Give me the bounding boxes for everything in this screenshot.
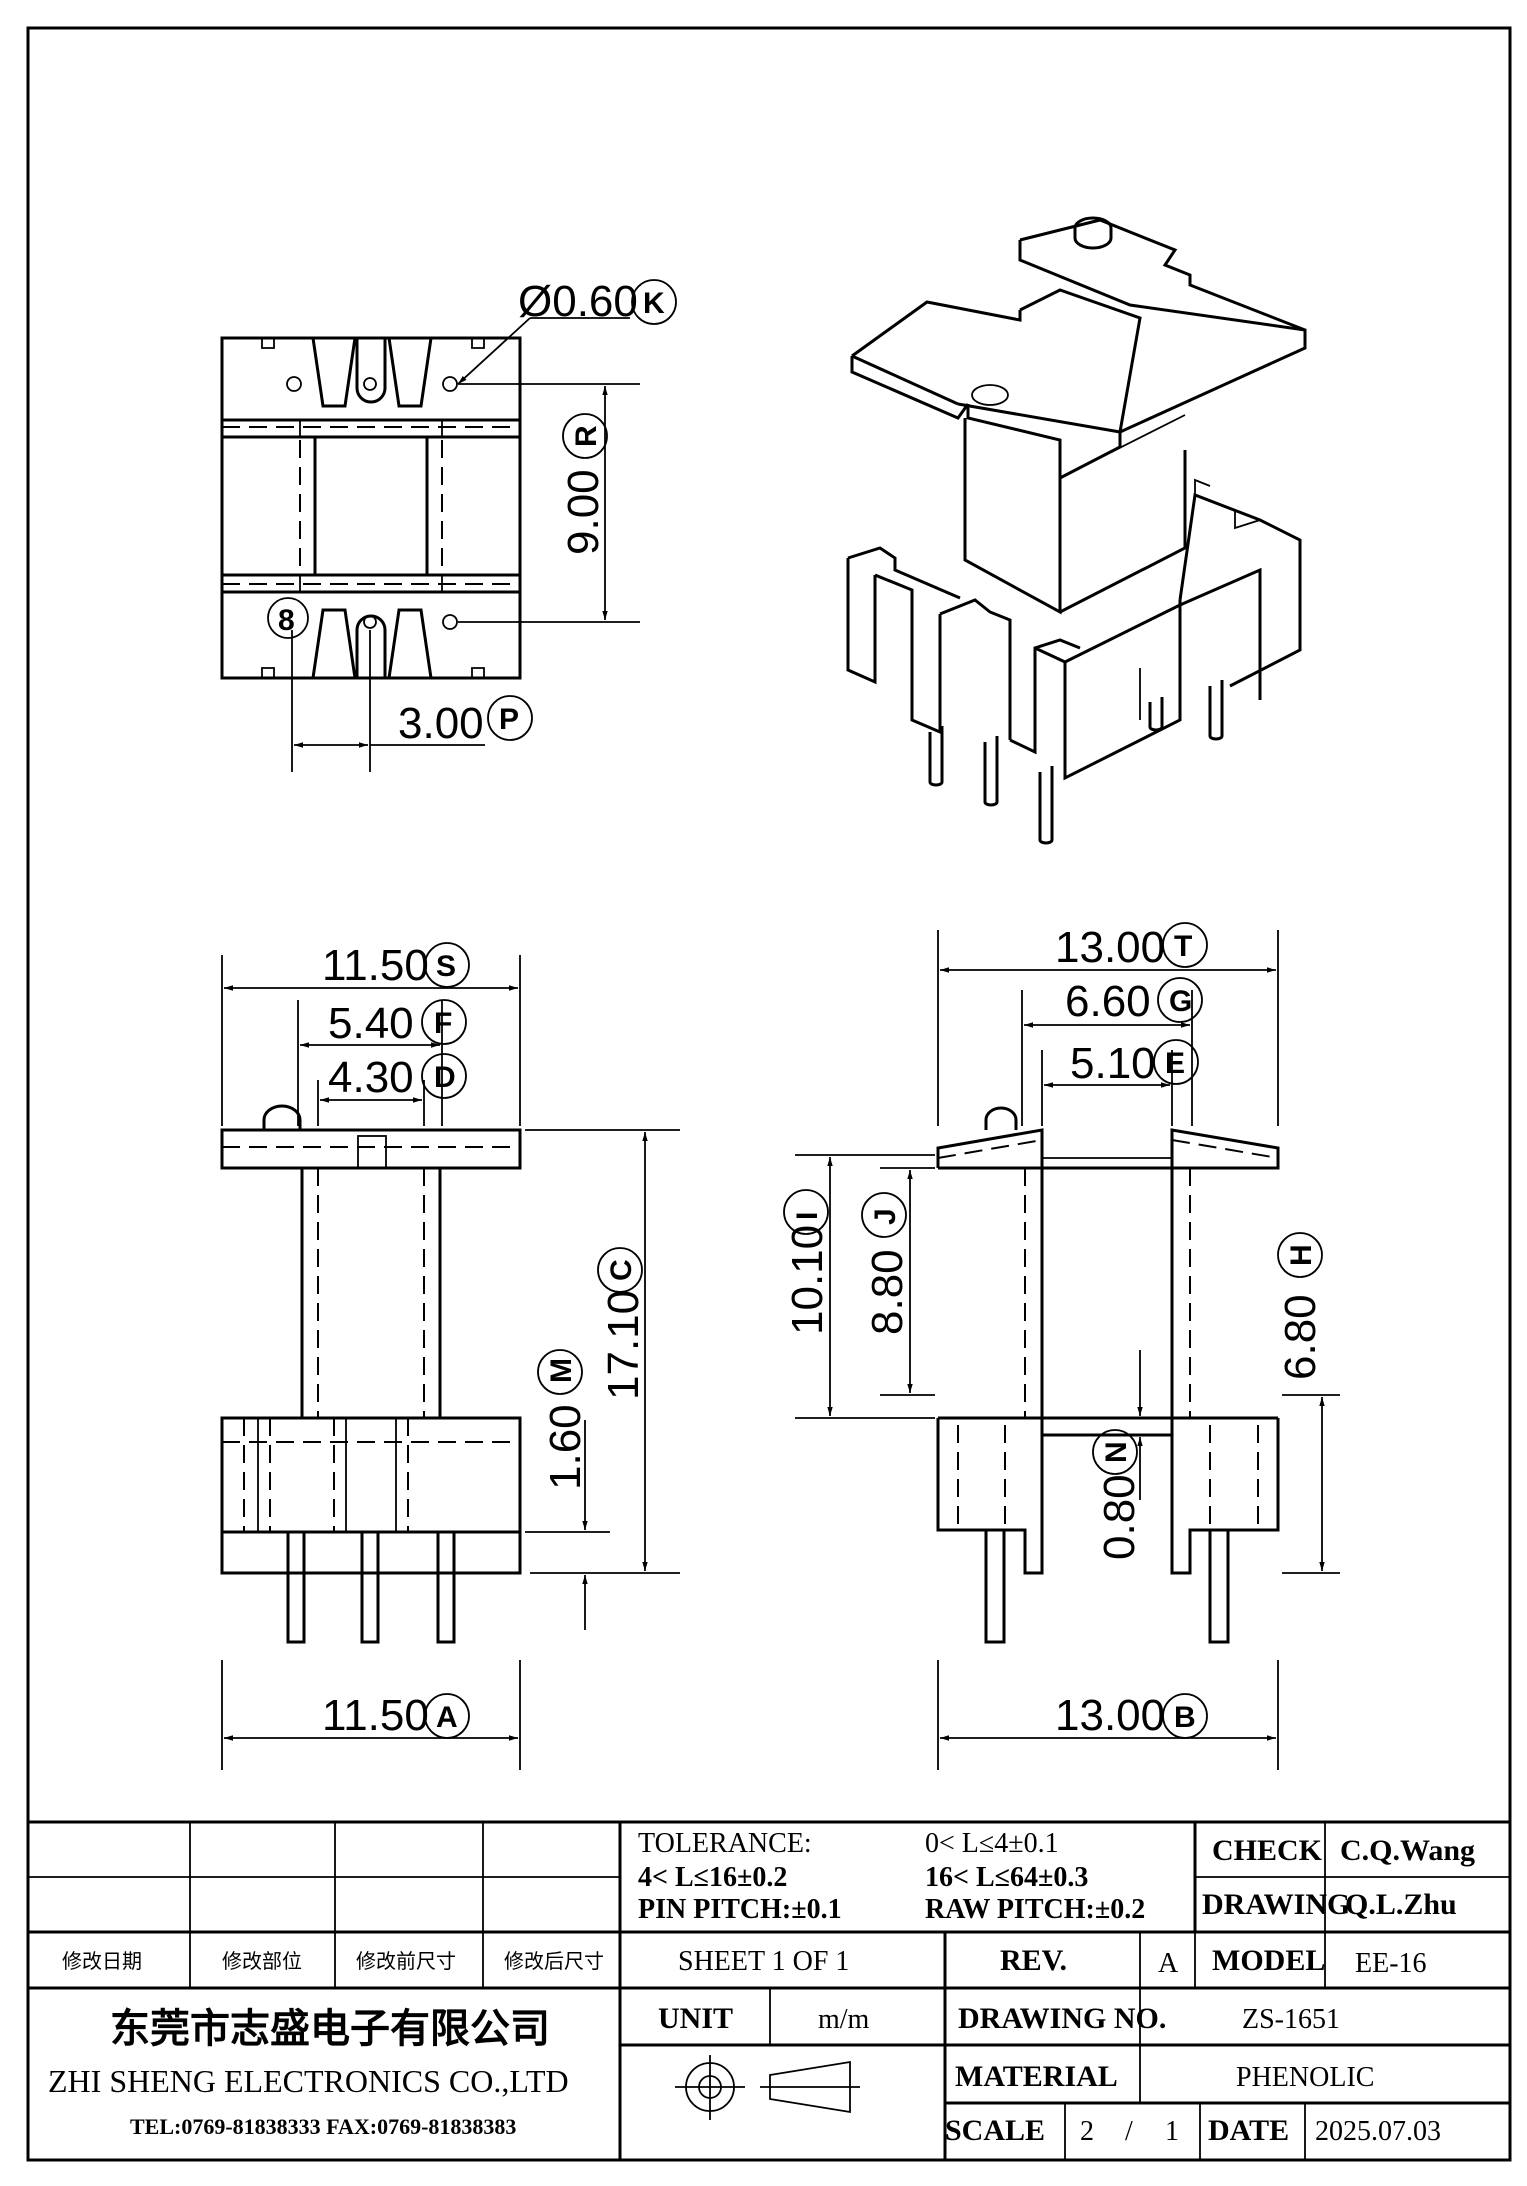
dim-i-letter: I [791,1212,824,1220]
isometric-view [846,216,1307,845]
drawing-no-value: ZS-1651 [1242,2004,1340,2035]
dim-t-value: 13.00 [1055,923,1165,972]
dim-j-letter: J [869,1208,902,1225]
drawing-value: Q.L.Zhu [1345,1888,1457,1921]
dim-f-value: 5.40 [328,999,414,1048]
dim-d-letter: D [434,1061,456,1094]
tolerance-label: TOLERANCE: [638,1828,812,1859]
dim-h-letter: H [1285,1244,1318,1266]
unit-label: UNIT [658,2002,733,2035]
dim-m-value: 1.60 [541,1404,590,1490]
dim-c-value: 17.10 [599,1290,648,1400]
company-contact: TEL:0769-81838333 FAX:0769-81838383 [130,2114,516,2139]
dim-e-letter: E [1165,1047,1185,1080]
sheet-border [26,26,1512,2162]
dim-s-letter: S [436,950,456,983]
dim-n-letter: N [1100,1441,1133,1463]
drawing-label: DRAWING [1202,1888,1350,1921]
rev-header-date: 修改日期 [62,1949,142,1973]
dim-s-value: 11.50 [322,941,429,990]
dim-t-letter: T [1174,930,1192,963]
dim-a-letter: A [436,1701,458,1734]
top-view: 8 [220,336,522,680]
company-name-en: ZHI SHENG ELECTRONICS CO.,LTD [48,2063,569,2099]
dim-i-value: 10.10 [783,1225,832,1335]
rev-value: A [1158,1948,1179,1979]
rev-label: REV. [1000,1944,1067,1977]
dim-g-value: 6.60 [1065,977,1151,1026]
check-label: CHECK [1212,1834,1323,1867]
dim-b-letter: B [1174,1701,1196,1734]
dim-j-value: 8.80 [863,1249,912,1335]
dim-g-letter: G [1169,985,1192,1018]
date-value: 2025.07.03 [1315,2116,1441,2147]
model-label: MODEL [1212,1944,1325,1977]
date-label: DATE [1208,2114,1289,2147]
dim-h-value: 6.80 [1276,1294,1325,1380]
dim-r-value: 9.00 [559,469,608,555]
top-view-dims: Ø0.60 K 9.00 R 3.00 P [291,277,677,772]
rev-header-after: 修改后尺寸 [504,1949,604,1973]
pin-pitch: PIN PITCH:±0.1 [638,1894,842,1925]
title-block: 修改日期 修改部位 修改前尺寸 修改后尺寸 TOLERANCE: 0< L≤4±… [28,1820,1510,2160]
tolerance-range-3: 16< L≤64±0.3 [925,1862,1088,1893]
tolerance-range-1: 0< L≤4±0.1 [925,1828,1059,1859]
dim-c-letter: C [605,1259,638,1281]
pin-1-mark: 8 [278,604,295,637]
scale-label: SCALE [945,2114,1045,2147]
material-value: PHENOLIC [1236,2062,1374,2093]
side-view-dims: 13.00 T 6.60 G 5.10 E 10.10 I 8.80 J [783,922,1340,1770]
raw-pitch: RAW PITCH:±0.2 [925,1894,1145,1925]
front-view [220,1104,522,1644]
dim-b-value: 13.00 [1055,1691,1165,1740]
check-value: C.Q.Wang [1340,1834,1475,1867]
drawing-no-label: DRAWING NO. [958,2002,1166,2035]
dim-k-value: Ø0.60 [518,277,638,326]
dim-f-letter: F [434,1007,452,1040]
model-value: EE-16 [1355,1948,1427,1979]
scale-separator: / [1125,2116,1133,2147]
dim-n-value: 0.80 [1095,1474,1144,1560]
dim-r-letter: R [570,425,603,447]
dim-m-letter: M [545,1358,578,1383]
dim-p-value: 3.00 [398,699,484,748]
dim-a-value: 11.50 [322,1691,429,1740]
scale-numerator: 2 [1080,2116,1094,2147]
dim-k-letter: K [643,287,665,320]
unit-value: m/m [818,2004,870,2035]
company-name-cn: 东莞市志盛电子有限公司 [110,2006,550,2052]
third-angle-projection-icon [675,2055,860,2120]
sheet-info: SHEET 1 OF 1 [678,1946,849,1977]
scale-denominator: 1 [1165,2116,1179,2147]
rev-header-before: 修改前尺寸 [356,1949,456,1973]
dim-d-value: 4.30 [328,1053,414,1102]
tolerance-range-2: 4< L≤16±0.2 [638,1862,787,1893]
dim-e-value: 5.10 [1070,1039,1156,1088]
material-label: MATERIAL [955,2060,1118,2093]
rev-header-part: 修改部位 [222,1949,302,1973]
front-view-dims: 11.50 S 5.40 F 4.30 D 17.10 C 1.60 M [221,941,680,1770]
dim-p-letter: P [499,703,519,736]
side-view [936,1106,1280,1644]
